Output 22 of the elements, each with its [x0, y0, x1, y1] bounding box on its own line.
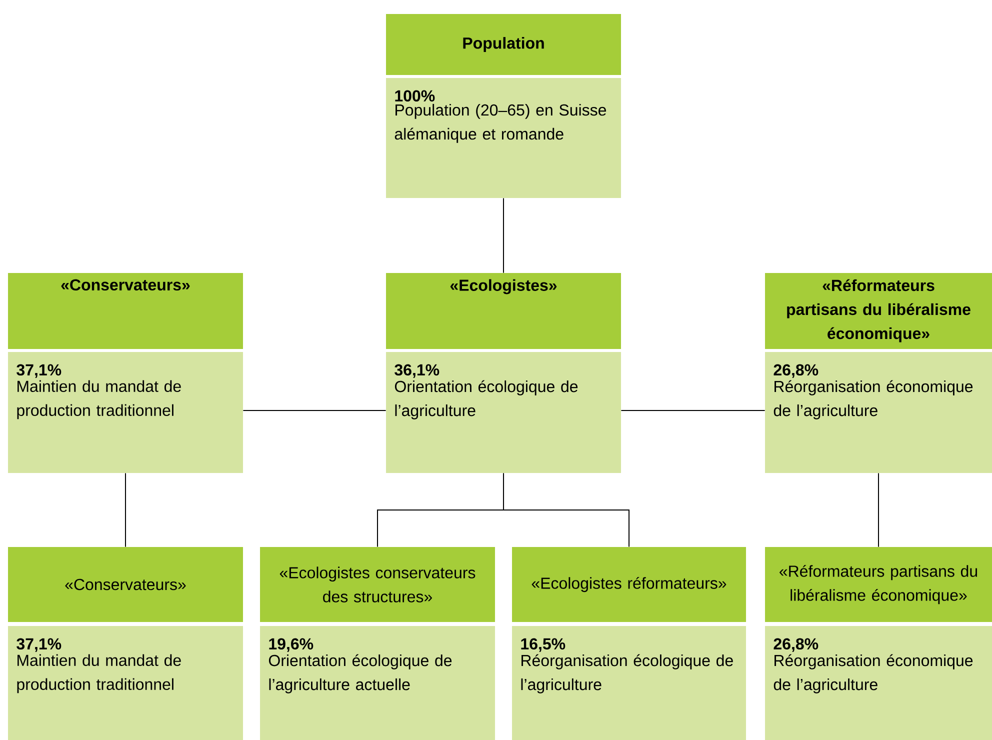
header-box: «Réformateurs partisans du libéralisme économique» — [765, 547, 992, 622]
header-box: «Conservateurs» — [8, 547, 243, 622]
body-box: 26,8% Réorganisation économique de l’agriculture — [765, 626, 992, 740]
body-box: 37,1% Maintien du mandat de production traditionnel — [8, 626, 243, 740]
body-box: 100% Population (20–65) en Suisse alémanique et romande — [386, 78, 621, 198]
header-box: «Conservateurs» — [8, 273, 243, 349]
connector-line — [503, 198, 504, 274]
header-box: «Réformateurs partisans du libéralisme économique» — [765, 273, 992, 349]
connector-line — [878, 472, 879, 548]
body-box: 37,1% Maintien du mandat de production traditionnel — [8, 352, 243, 473]
connector-line — [503, 472, 630, 548]
body-box: 36,1% Orientation écologique de l’agriculture — [386, 352, 621, 473]
body-box: 19,6% Orientation écologique de l’agriculture actuelle — [260, 626, 495, 740]
header-box: «Ecologistes réformateurs» — [512, 547, 746, 622]
connector-line — [125, 472, 126, 548]
header-box: «Ecologistes conservateurs des structures» — [260, 547, 495, 622]
connector-line — [242, 410, 386, 411]
header-box: Population — [386, 14, 621, 75]
connector-line — [620, 410, 766, 411]
body-box: 16,5% Réorganisation écologique de l’agriculture — [512, 626, 746, 740]
header-box: «Ecologistes» — [386, 273, 621, 349]
body-box: 26,8% Réorganisation économique de l’agriculture — [765, 352, 992, 473]
